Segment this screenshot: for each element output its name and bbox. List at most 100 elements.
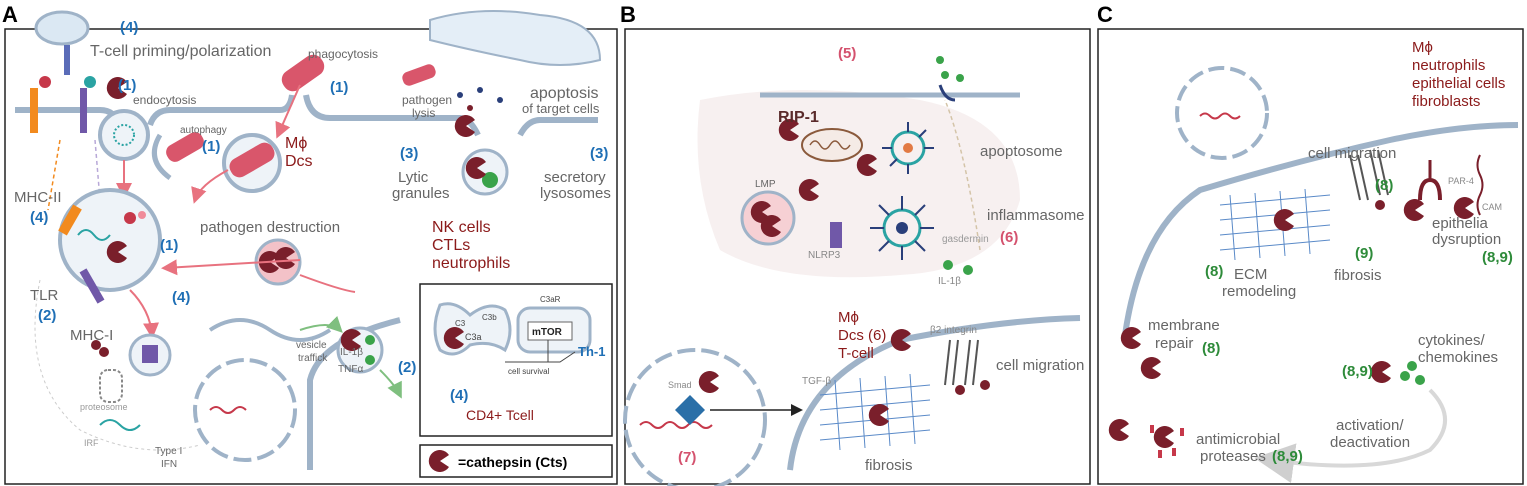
label-c-fibroblasts: fibroblasts: [1412, 93, 1480, 110]
label-lysosomes: lysosomes: [540, 185, 611, 202]
gasdermin-pore: [938, 84, 956, 102]
label-lyso-num: (1): [160, 237, 178, 254]
label-apoptosome: apoptosome: [980, 143, 1063, 160]
label-membrane: membrane: [1148, 317, 1220, 334]
label-cytokines: cytokines/: [1418, 332, 1486, 349]
label-inset-th1: Th-1: [578, 344, 605, 359]
b-green-dot-2: [941, 71, 949, 79]
tcell-shape: [34, 10, 90, 46]
cathepsin-membrane-2: [1140, 357, 1161, 379]
membrane-c: [1122, 122, 1519, 336]
label-inset-num: (4): [450, 387, 468, 404]
nucleus-c: [1175, 66, 1269, 160]
apoptosome-core: [903, 143, 913, 153]
label-b-dcs: Dcs (6): [838, 327, 886, 344]
labels-b: (5) RIP-1 apoptosome LMP inflammasome ga…: [668, 45, 1085, 474]
label-traffick: traffick: [298, 353, 328, 364]
label-c-num89c: (8,9): [1272, 448, 1303, 465]
label-ecm: ECM: [1234, 266, 1267, 283]
arrow-to-destruction: [191, 169, 229, 204]
label-vesicle: vesicle: [296, 340, 327, 351]
lysosome-red-dot: [124, 212, 136, 224]
nucleus-a: [193, 358, 297, 462]
arrow-vesicle-in: [299, 315, 343, 333]
il1b-b-dot-2: [963, 265, 973, 275]
dna-a: [209, 406, 247, 414]
panel-b-frame: [624, 28, 1091, 485]
label-phago-num: (1): [330, 79, 348, 96]
integrin-dot-2: [980, 380, 990, 390]
pathogen-autophagy: [166, 132, 204, 162]
integrin-dot-1: [955, 385, 965, 395]
label-dcs-a: Dcs: [285, 153, 313, 170]
panel-a-letter: A: [2, 2, 18, 27]
label-cam: CAM: [1482, 202, 1502, 212]
pathogen-lysis: [402, 64, 436, 86]
panel-c-frame: [1097, 28, 1524, 485]
label-c-num8b: (8): [1205, 263, 1223, 280]
label-antimicrobial: antimicrobial: [1196, 431, 1280, 448]
cathepsin-antimicrobial: [1108, 419, 1129, 441]
label-inset-cd4: CD4+ Tcell: [466, 407, 534, 423]
endosome: [98, 109, 150, 161]
panel-b: B: [620, 2, 1091, 486]
label-pathogen: pathogen: [402, 93, 452, 107]
phagocytosis-arrow: [275, 84, 301, 139]
label-tcell-num: (4): [120, 19, 138, 36]
panel-c-letter: C: [1097, 2, 1113, 27]
mtor-box: [527, 321, 573, 341]
b-green-dot-1: [936, 56, 944, 64]
debris-dot-4: [467, 105, 473, 111]
cytokine-dot-2: [1415, 375, 1425, 385]
antimicrobial-debris: [1150, 425, 1184, 458]
inner-cell-outline: [34, 279, 201, 451]
survival-line: [505, 351, 576, 363]
proteosome-shape: [99, 369, 123, 403]
mhc2-dashed-path: [47, 139, 61, 211]
cam-molecule: [1476, 154, 1484, 216]
il1b-b-dot-1: [943, 260, 953, 270]
label-mhc1-num: (4): [172, 289, 190, 306]
smad-complex: [675, 395, 705, 425]
panel-a-frame: [4, 28, 618, 485]
label-tlr: TLR: [30, 287, 59, 304]
label-mhc2: MHC-II: [14, 189, 62, 206]
il1b-dot: [365, 335, 375, 345]
label-tnfa: TNFα: [338, 364, 363, 375]
label-lytic-num: (3): [400, 145, 418, 162]
panel-a: A: [2, 2, 618, 485]
label-c-epithelial: epithelial cells: [1412, 75, 1505, 92]
label-neutrophils-a: neutrophils: [432, 255, 510, 272]
cytokine-dot-1: [1400, 371, 1410, 381]
pathogen-phagocytosis: [281, 54, 325, 92]
integrin-c-dot: [1375, 200, 1385, 210]
label-il1b-b: IL-1β: [938, 276, 961, 287]
dna-b: [639, 421, 713, 429]
label-lytic: Lytic: [398, 169, 429, 186]
label-ifn: IFN: [161, 459, 177, 470]
label-endocytosis: endocytosis: [133, 93, 196, 107]
label-b-num7: (7): [678, 449, 696, 466]
label-remodeling: remodeling: [1222, 283, 1296, 300]
label-repair: repair: [1155, 335, 1193, 352]
arrow-mhc1: [129, 289, 160, 339]
panel-c: C: [1097, 2, 1524, 485]
cathepsin-par4: [1403, 199, 1424, 221]
label-mphi-a: Mϕ: [285, 135, 307, 152]
cathepsin-ecm-b: [868, 404, 889, 426]
label-auto-num: (1): [202, 138, 220, 155]
label-chemokines: chemokines: [1418, 349, 1498, 366]
peptide-dot-1: [91, 340, 101, 350]
label-c-fibrosis: fibrosis: [1334, 267, 1382, 284]
label-autophagy: autophagy: [180, 125, 227, 136]
label-b-mphi: Mϕ: [838, 309, 859, 326]
cytokine-dot-3: [1407, 361, 1417, 371]
label-endo-num: (1): [118, 77, 136, 94]
b-green-dot-3: [956, 74, 964, 82]
label-secretory-num: (3): [590, 145, 608, 162]
label-inset-survival: cell survival: [508, 367, 550, 376]
label-lysis: lysis: [412, 106, 435, 120]
dna-c: [1199, 112, 1241, 120]
label-legend: =cathepsin (Cts): [458, 454, 567, 470]
